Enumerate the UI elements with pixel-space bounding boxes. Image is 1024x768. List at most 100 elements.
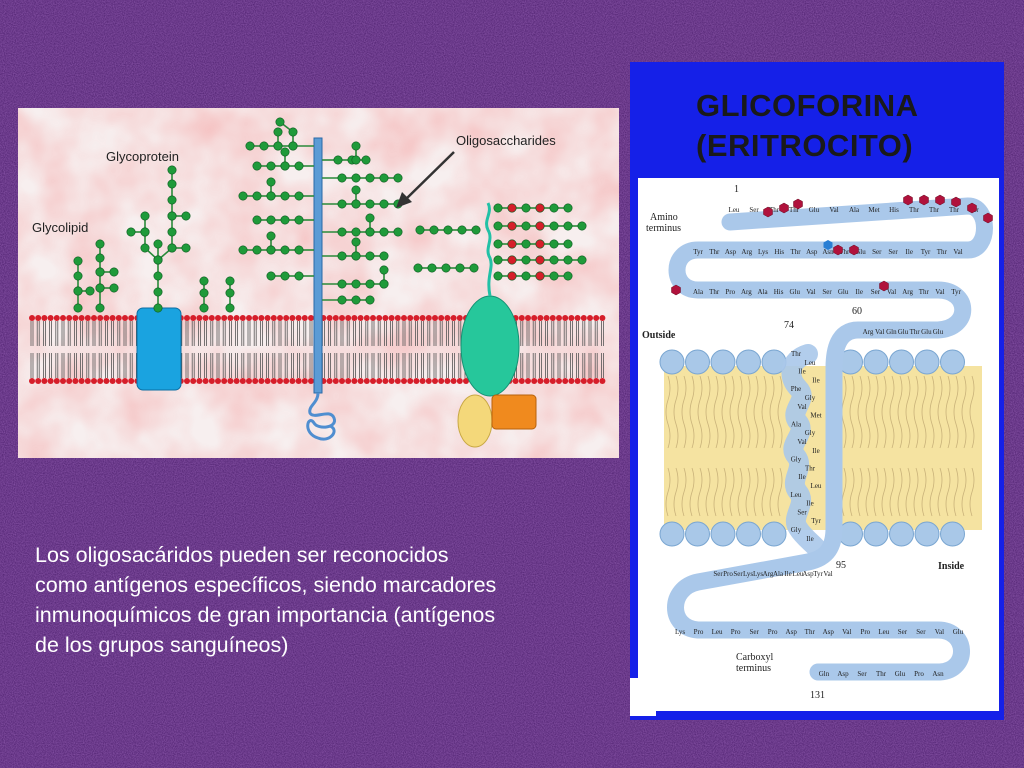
residue-label: Ser: [888, 248, 898, 256]
residue-label: Ser: [822, 288, 832, 296]
residue-label: Thr: [709, 288, 720, 296]
residue-label: Leu: [712, 628, 723, 636]
residue-label: Asp: [837, 670, 849, 678]
residue-label: Asp: [725, 248, 737, 256]
residue-label: Val: [823, 570, 832, 578]
number-1: 1: [734, 184, 739, 195]
residue-label: Ile: [906, 248, 913, 256]
residue-label: Leu: [805, 359, 816, 367]
residue-label: Ala: [757, 288, 768, 296]
caption-line: Los oligosacáridos pueden ser reconocido…: [35, 543, 449, 567]
residue-label: Met: [810, 412, 821, 420]
residue-label: Pro: [725, 288, 735, 296]
residue-label: Thr: [929, 206, 940, 214]
residue-label: Gln: [819, 670, 830, 678]
residue-label: Glu: [790, 288, 801, 296]
residue-label: Ile: [856, 288, 863, 296]
label-amino-terminus-2: terminus: [646, 223, 681, 234]
residue-label: Val: [875, 328, 884, 336]
residue-label: Val: [806, 288, 815, 296]
residue-label: Val: [953, 248, 962, 256]
residue-label: Thr: [909, 206, 920, 214]
residue-label: Arg: [863, 328, 874, 336]
residue-label: Thr: [910, 328, 921, 336]
residue-label: Gly: [791, 456, 802, 464]
residue-label: Ala: [693, 288, 704, 296]
residue-label: Val: [829, 206, 838, 214]
residue-label: Thr: [937, 248, 948, 256]
residue-label: Ile: [798, 473, 805, 481]
residue-label: Arg: [763, 570, 774, 578]
residue-label: Tyr: [951, 288, 961, 296]
residue-label: Ala: [773, 570, 784, 578]
residue-label: Arg: [741, 288, 752, 296]
residue-label: Val: [935, 628, 944, 636]
residue-label: Ile: [784, 570, 791, 578]
transmembrane-glycoprotein: [313, 137, 323, 394]
label-oligosaccharides: Oligosaccharides: [456, 133, 556, 148]
residue-label: Leu: [793, 570, 804, 578]
residue-label: Thr: [791, 350, 802, 358]
label-amino-terminus-1: Amino: [650, 212, 678, 223]
residue-label: Pro: [731, 628, 741, 636]
polypeptide-chain: [667, 197, 993, 681]
residue-label: Ala: [791, 420, 802, 428]
label-outside: Outside: [642, 330, 676, 341]
residue-label: Tyr: [811, 517, 821, 525]
label-inside: Inside: [938, 561, 965, 572]
residue-label: Val: [935, 288, 944, 296]
residue-label: Thr: [789, 206, 800, 214]
peripheral-protein-yellow: [457, 394, 493, 448]
residue-label: Asp: [806, 248, 818, 256]
residue-label: Pro: [860, 628, 870, 636]
number-60: 60: [852, 306, 862, 317]
residue-label: Glu: [898, 328, 909, 336]
residue-label: Ser: [857, 670, 867, 678]
membrane-protein-green: [460, 295, 520, 397]
residue-label: Lys: [758, 248, 768, 256]
residue-label: Ser: [898, 628, 908, 636]
residue-label: Ser: [713, 570, 723, 578]
residue-label: Thr: [709, 248, 720, 256]
oligosaccharide-chains: [73, 117, 587, 313]
residue-label: Tyr: [813, 570, 823, 578]
residue-label: His: [889, 206, 899, 214]
residue-label: Glu: [895, 670, 906, 678]
residue-label: Thr: [949, 206, 960, 214]
residue-label: Thr: [805, 464, 816, 472]
residue-label: Thr: [769, 206, 780, 214]
caption-line: como antígenos específicos, siendo marca…: [35, 573, 497, 597]
transmembrane-helix: [781, 344, 828, 560]
residue-label: Ala: [849, 206, 860, 214]
residue-label: Pro: [723, 570, 733, 578]
residue-label: Thr: [919, 288, 930, 296]
residue-label: Ile: [806, 535, 813, 543]
residue-label: Val: [797, 438, 806, 446]
label-carboxyl-terminus-2: terminus: [736, 663, 771, 674]
residue-label: Leu: [729, 206, 740, 214]
glycophorin-structure-diagram: LeuSerThrThrGluValAlaMetHisThrThrThrSerT…: [638, 178, 999, 711]
title-line-2: (ERITROCITO): [696, 128, 914, 163]
residue-label: Lys: [753, 570, 763, 578]
residue-label: Thr: [839, 248, 850, 256]
residue-label: Val: [887, 288, 896, 296]
residue-label: Pro: [768, 628, 778, 636]
residue-label: Ser: [749, 628, 759, 636]
residue-label: Arg: [741, 248, 752, 256]
residue-label: Ser: [733, 570, 743, 578]
residue-label: Val: [797, 403, 806, 411]
residue-label: Glu: [855, 248, 866, 256]
white-tab: [630, 678, 656, 716]
label-glycoprotein: Glycoprotein: [106, 149, 179, 164]
membrane-lipid-tails: [665, 375, 975, 517]
residue-label: His: [774, 248, 784, 256]
glycosylation-sites: [671, 194, 993, 296]
cell-membrane-illustration: Glycoprotein Oligosaccharides Glycolipid: [18, 108, 619, 458]
residue-label: Tyr: [921, 248, 931, 256]
residue-label: Glu: [953, 628, 964, 636]
residue-label: Glu: [933, 328, 944, 336]
membrane-head-groups: [659, 349, 965, 547]
residue-label: Met: [868, 206, 879, 214]
residue-label: Glu: [838, 288, 849, 296]
